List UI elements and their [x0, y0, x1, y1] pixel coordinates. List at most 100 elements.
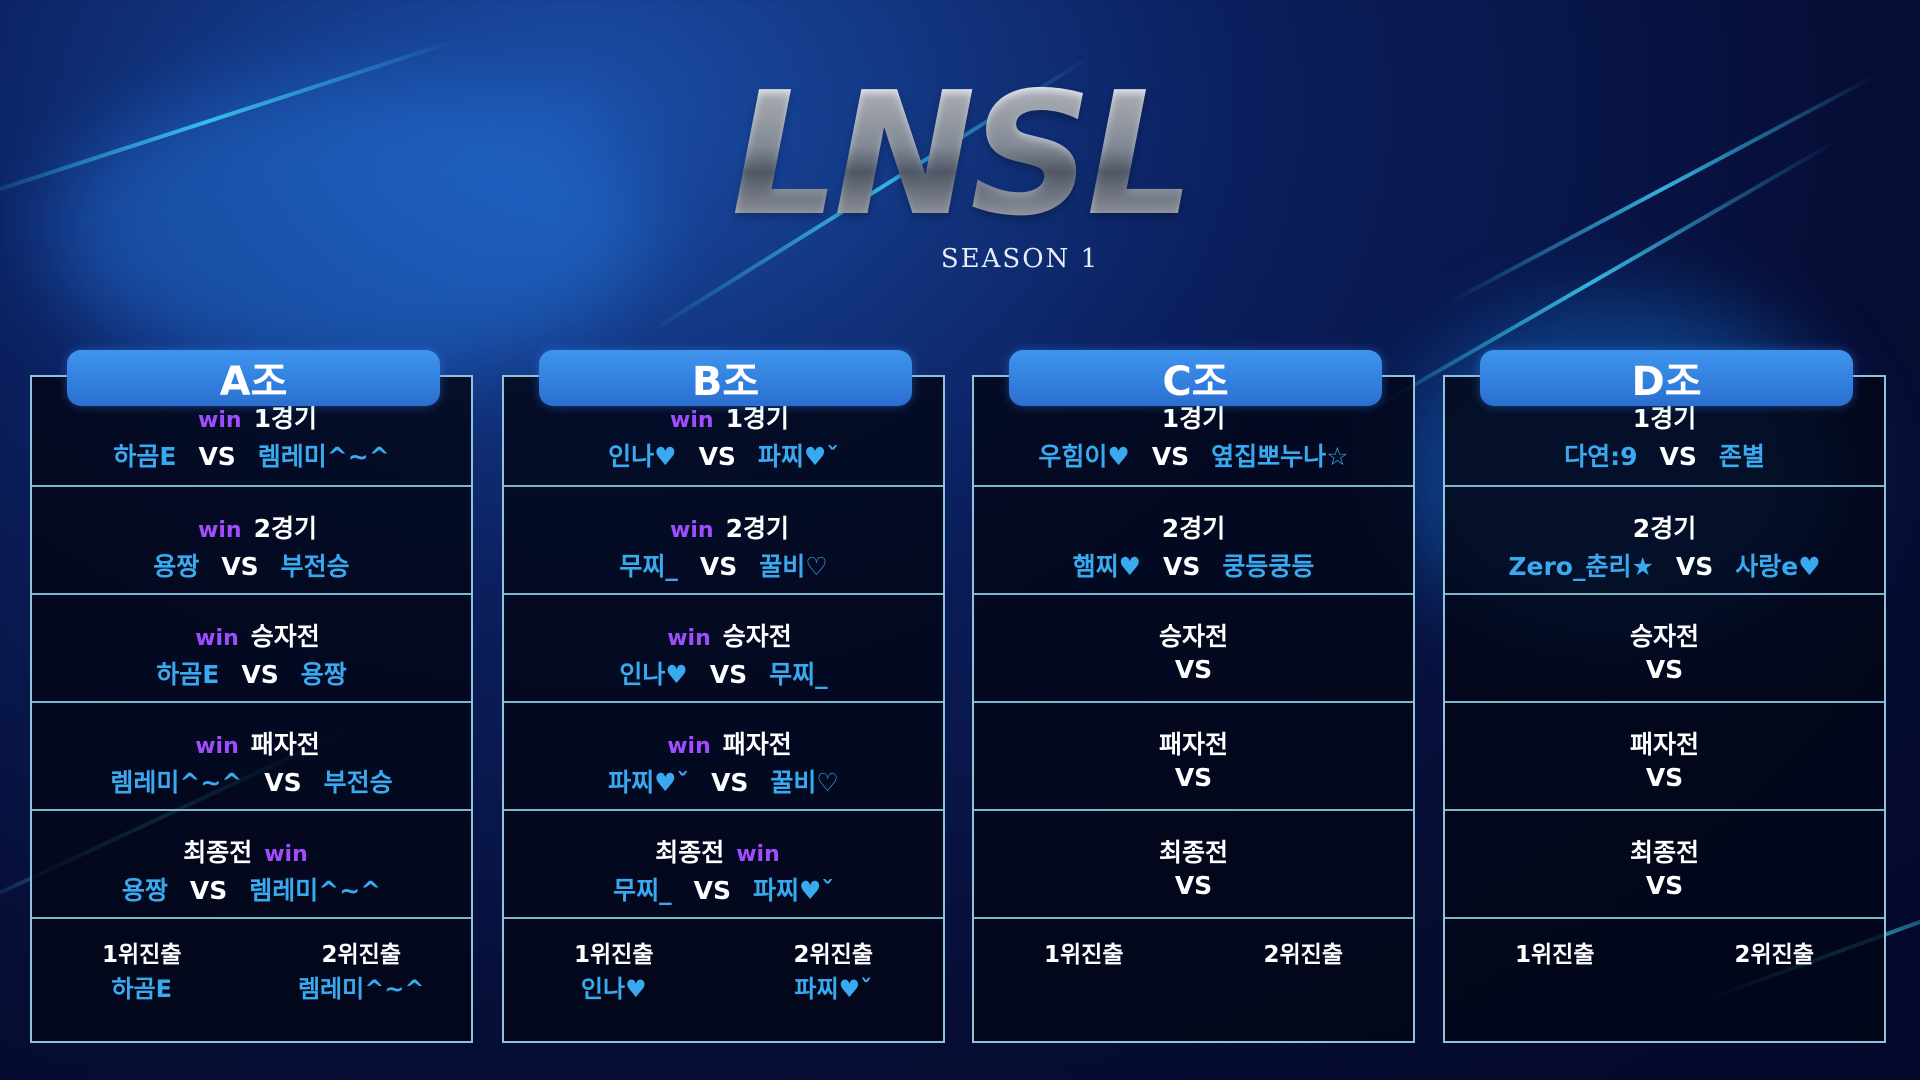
- vs-label: VS: [264, 768, 302, 797]
- match-name: 2경기: [1632, 514, 1697, 543]
- match-players: Zero_춘리★ VS 사랑e♥: [1445, 547, 1884, 583]
- vs-label: VS: [1645, 763, 1684, 792]
- advance-first-name: 인나♥: [580, 975, 647, 1003]
- player-left: Zero_춘리★: [1508, 552, 1654, 581]
- win-badge: win: [736, 842, 780, 867]
- match-title: 1경기: [1445, 399, 1884, 435]
- match-title: 2경기: [974, 509, 1413, 545]
- player-right: 부전승: [323, 768, 393, 797]
- player-right: 파찌♥ˇ: [752, 876, 834, 905]
- match-players: VS: [974, 871, 1413, 900]
- win-badge: win: [198, 408, 242, 433]
- match-name: 승자전: [722, 622, 792, 651]
- player-right: 사랑e♥: [1735, 552, 1821, 581]
- match-name: 승자전: [1629, 622, 1699, 651]
- match-players: VS: [1445, 655, 1884, 684]
- vs-label: VS: [699, 552, 738, 581]
- player-left: 하곰E: [156, 660, 220, 689]
- vs-label: VS: [1645, 655, 1684, 684]
- player-left: 인나♥: [619, 660, 688, 689]
- logo: LNSL SEASON 1: [690, 70, 1230, 274]
- player-right: 무찌_: [769, 660, 828, 689]
- match-name: 패자전: [1158, 730, 1228, 759]
- player-right: 용짱: [300, 660, 347, 689]
- advance-second-label: 2위진출: [1734, 942, 1814, 968]
- match-title: 2경기: [1445, 509, 1884, 545]
- advance-row: 1위진출 2위진출: [1445, 917, 1884, 1025]
- advance-first-name: 하곰E: [111, 975, 173, 1003]
- advance-second-label: 2위진출: [1263, 942, 1343, 968]
- match-players: 하곰E VS 용짱: [32, 655, 471, 691]
- player-left: 인나♥: [608, 442, 677, 471]
- win-badge: win: [670, 408, 714, 433]
- vs-label: VS: [711, 768, 749, 797]
- win-badge: win: [195, 626, 239, 651]
- vs-label: VS: [1174, 655, 1213, 684]
- vs-label: VS: [1174, 871, 1213, 900]
- vs-label: VS: [1675, 552, 1714, 581]
- group-header: D조: [1480, 350, 1853, 406]
- advance-second: 2위진출: [1665, 919, 1885, 1025]
- match-name: 최종전: [183, 838, 253, 867]
- vs-label: VS: [693, 876, 731, 905]
- advance-first-label: 1위진출: [1044, 942, 1124, 968]
- group-header: C조: [1009, 350, 1382, 406]
- logo-subtitle: SEASON 1: [940, 244, 1100, 274]
- player-left: 파찌♥ˇ: [608, 768, 690, 797]
- group-header: B조: [539, 350, 912, 406]
- match-name: 2경기: [725, 514, 789, 543]
- vs-label: VS: [241, 660, 279, 689]
- match-name: 1경기: [1632, 404, 1697, 433]
- win-badge: win: [195, 734, 239, 759]
- player-left: 우힘이♥: [1038, 442, 1130, 471]
- bg-glow: [50, 80, 650, 380]
- vs-label: VS: [1151, 442, 1190, 471]
- win-badge: win: [198, 518, 242, 543]
- match-title: 승자전: [1445, 617, 1884, 653]
- match-row: 승자전 VS: [1445, 593, 1884, 701]
- vs-label: VS: [1645, 871, 1684, 900]
- win-badge: win: [667, 734, 711, 759]
- vs-label: VS: [709, 660, 748, 689]
- match-players: 우힘이♥ VS 옆집뽀누나☆: [974, 437, 1413, 473]
- vs-label: VS: [221, 552, 259, 581]
- match-name: 1경기: [253, 404, 317, 433]
- win-badge: win: [264, 842, 308, 867]
- player-left: 용짱: [153, 552, 200, 581]
- match-name: 2경기: [1161, 514, 1226, 543]
- match-title: 최종전: [974, 833, 1413, 869]
- match-name: 2경기: [253, 514, 317, 543]
- player-right: 옆집뽀누나☆: [1211, 442, 1349, 471]
- match-name: 최종전: [1158, 838, 1228, 867]
- match-name: 패자전: [722, 730, 792, 759]
- bg-streak: [1449, 74, 1875, 304]
- match-title: 최종전 win: [32, 833, 471, 869]
- advance-second: 2위진출: [1194, 919, 1414, 1025]
- advance-first-label: 1위진출: [1515, 942, 1595, 968]
- advance-second-label: 2위진출: [793, 942, 873, 968]
